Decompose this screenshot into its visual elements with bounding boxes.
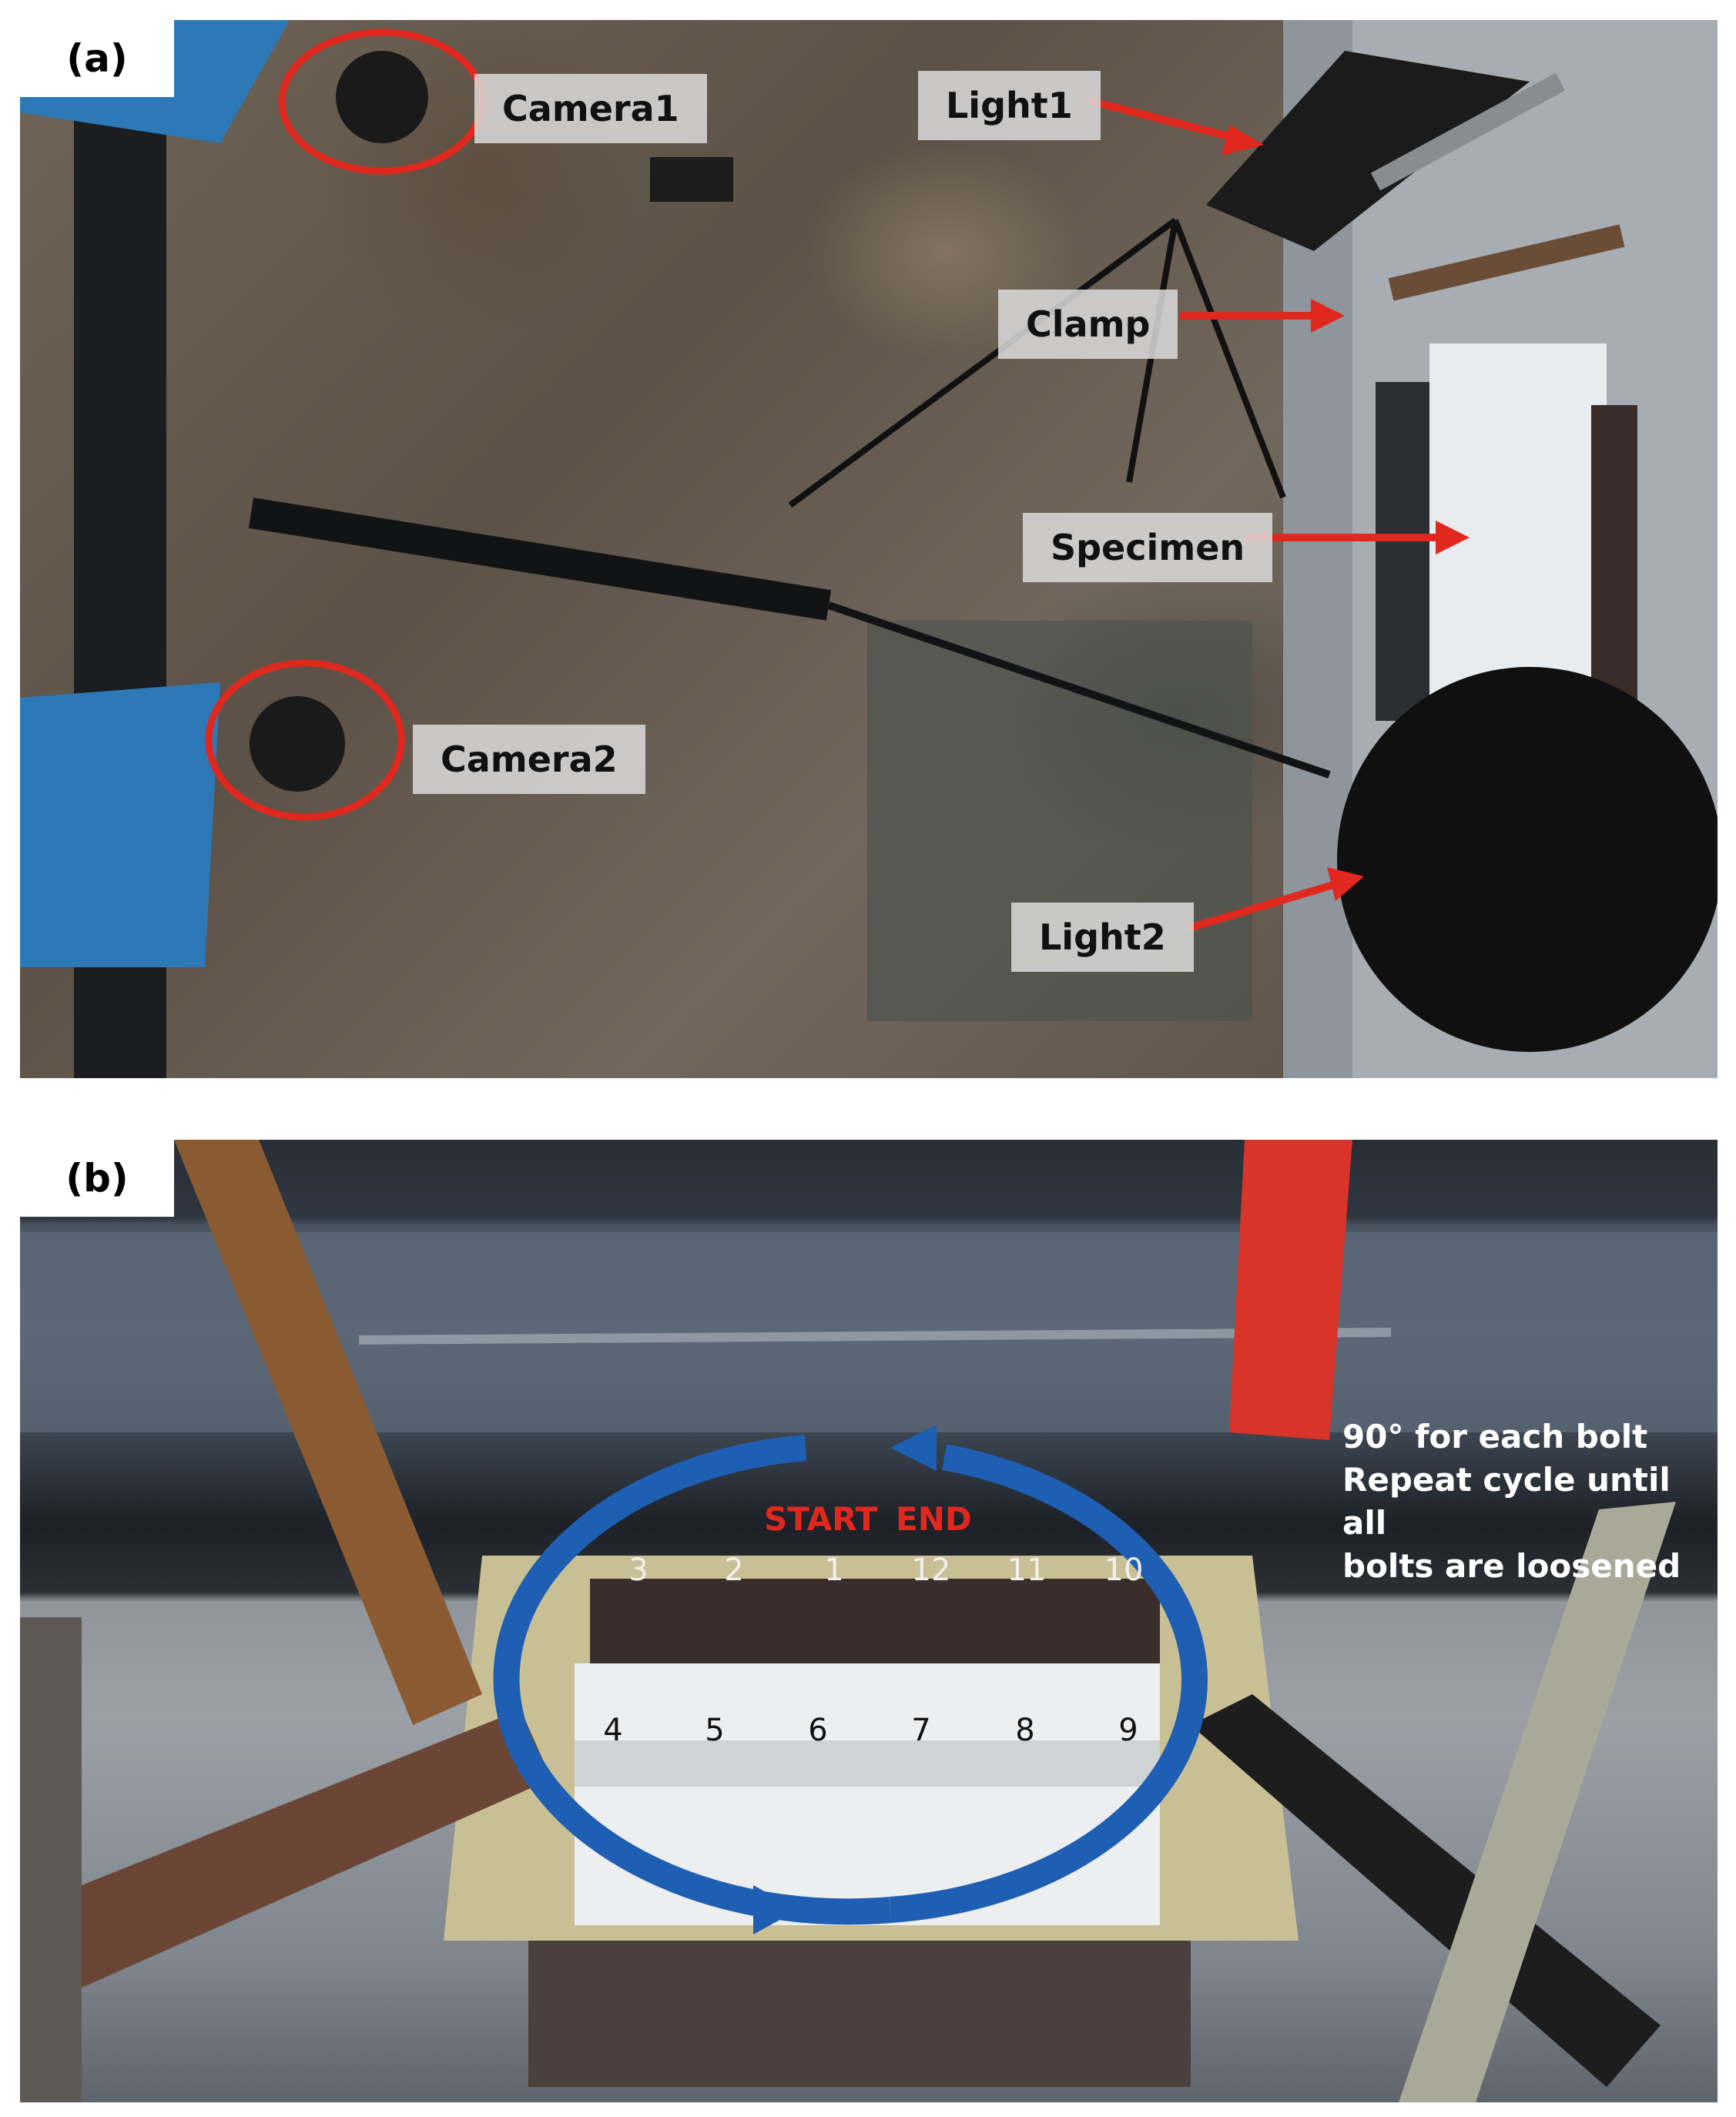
camera1-label: Camera1	[474, 74, 707, 143]
right-clamp-jaw	[1191, 1694, 1661, 2087]
left-clamp-handle	[174, 1140, 482, 1725]
bolt-number: 11	[1007, 1553, 1047, 1588]
light2-label: Light2	[1011, 903, 1194, 972]
tripod-arm	[248, 497, 832, 621]
bolt-number: 9	[1118, 1713, 1138, 1748]
tripod-cable	[827, 601, 1331, 779]
bolt-number: 4	[603, 1713, 623, 1748]
loosening-sequence-arrow	[493, 1425, 1208, 1934]
panel-a-letter: (a)	[20, 20, 174, 97]
note-line: bolts are loosened	[1342, 1547, 1681, 1585]
light2-ring	[1337, 667, 1718, 1052]
light-stand-leg	[788, 217, 1178, 508]
clamp-label: Clamp	[998, 290, 1178, 359]
note-line: 90° for each bolt	[1342, 1418, 1648, 1455]
right-clamp-handle	[1229, 1140, 1352, 1440]
procedure-note: 90° for each bolt Repeat cycle until all…	[1342, 1415, 1718, 1588]
specimen-bolt-strip	[1591, 405, 1637, 713]
clamp-arrow	[1179, 299, 1345, 333]
setup-photo-scene	[20, 20, 1718, 1078]
bolt-number: 2	[724, 1553, 744, 1588]
specimen-plate	[1429, 343, 1607, 705]
bolt-number: 7	[911, 1713, 931, 1748]
start-marker: START	[764, 1500, 878, 1538]
light1-panel	[1206, 51, 1530, 251]
bolt-strip	[590, 1579, 1160, 1671]
camera1-lens	[336, 51, 428, 143]
camera2-highlight-ellipse	[205, 659, 405, 821]
camera2-label: Camera2	[413, 725, 645, 794]
bolt-number: 8	[1015, 1713, 1035, 1748]
right-clamp-bar	[1399, 1502, 1676, 2102]
bench-groove	[358, 1328, 1392, 1345]
photo-panel-b: (b) START END 90° for each bolt Repeat c…	[20, 1140, 1718, 2102]
camera-mount-bottom	[20, 682, 220, 967]
clamp-handle	[1388, 224, 1625, 301]
bolt-number: 5	[705, 1713, 725, 1748]
panel-b-letter: (b)	[20, 1140, 174, 1217]
light-stand-leg	[1172, 219, 1286, 499]
bolt-number: 12	[911, 1553, 951, 1588]
light1-label: Light1	[918, 71, 1101, 140]
left-clamp-jaw	[20, 1710, 551, 1995]
light2-arrow	[1185, 867, 1364, 933]
bolt-number: 10	[1104, 1553, 1144, 1588]
bolt-sequence-scene	[20, 1140, 1718, 2102]
bolt-number: 1	[824, 1553, 844, 1588]
end-marker: END	[896, 1500, 972, 1538]
bolt-number: 6	[808, 1713, 828, 1748]
note-line: Repeat cycle until all	[1342, 1461, 1671, 1542]
steel-plate	[528, 1925, 1191, 2087]
light1-arrow	[1085, 96, 1264, 156]
clamp-bar	[1370, 72, 1566, 191]
bolt-number: 3	[628, 1553, 648, 1588]
camera2-lens	[250, 696, 345, 792]
specimen-arrow	[1246, 521, 1470, 554]
left-clamp-bar	[20, 1617, 82, 2102]
power-adapter	[650, 157, 733, 202]
specimen-label: Specimen	[1023, 513, 1273, 582]
specimen-ridge	[575, 1740, 1160, 1787]
photo-panel-a: (a) Camera1 Light1 Clamp Specimen Camera…	[20, 20, 1718, 1078]
